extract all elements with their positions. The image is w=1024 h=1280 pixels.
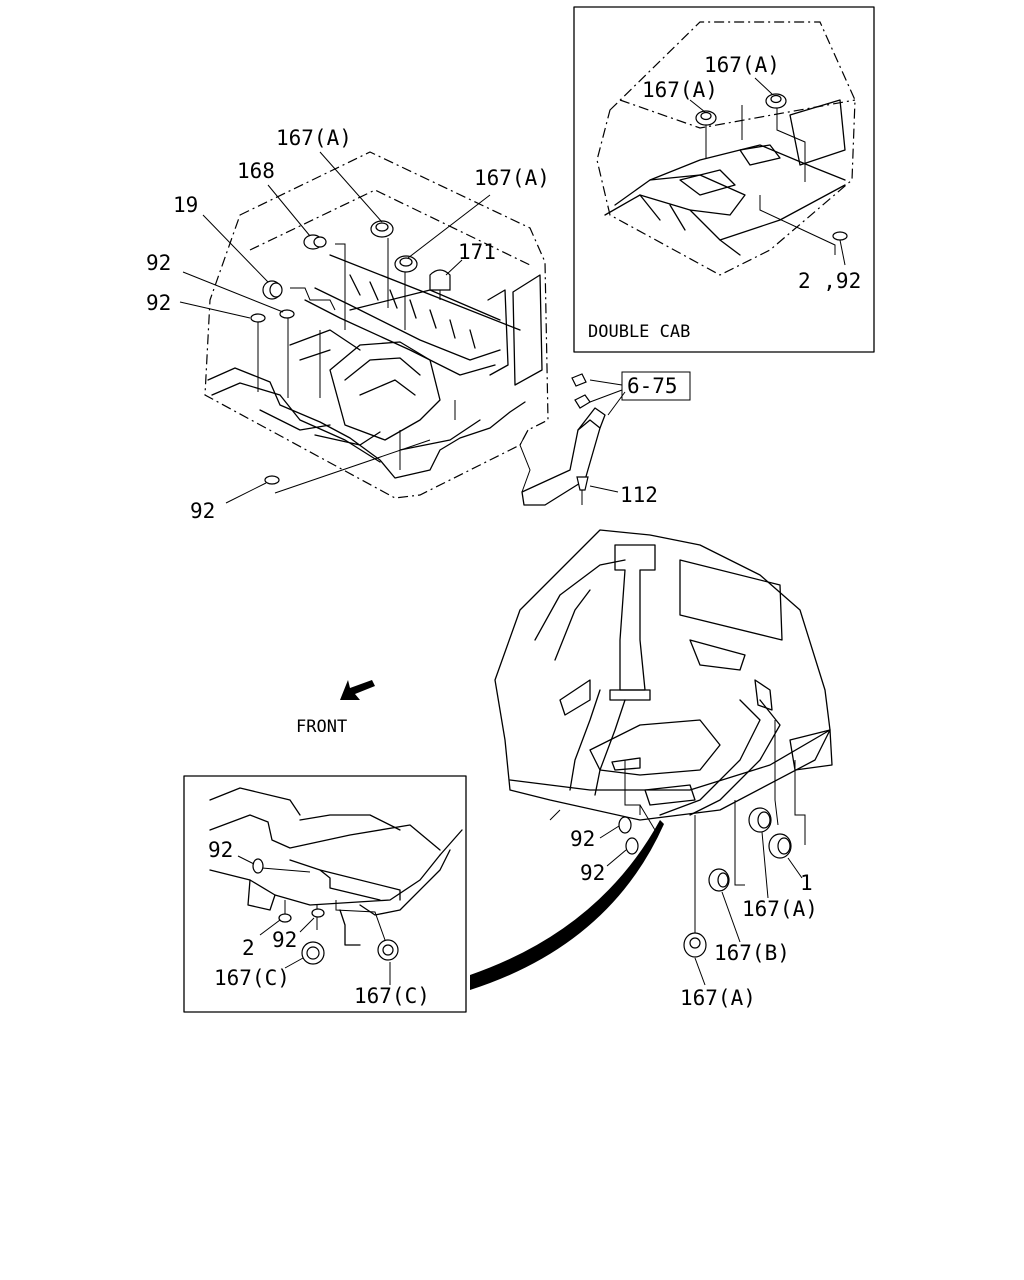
label-dc-167a-2: 167(A) bbox=[704, 53, 780, 77]
part-labels: 167(A) 168 19 167(A) 171 92 92 92 6-75 1… bbox=[146, 53, 861, 1010]
cab-floor-drawing bbox=[179, 151, 549, 504]
label-112: 112 bbox=[620, 483, 658, 507]
label-d-92-b: 92 bbox=[272, 928, 297, 952]
label-dc-2-92: 2 ,92 bbox=[798, 269, 861, 293]
double-cab-frame bbox=[573, 6, 875, 353]
label-168: 168 bbox=[237, 159, 275, 183]
label-167a-top-left: 167(A) bbox=[276, 126, 352, 150]
detail-frame bbox=[183, 775, 467, 1013]
label-r-92-b: 92 bbox=[580, 861, 605, 885]
bracket-drawing bbox=[519, 371, 691, 506]
label-r-167a-2: 167(A) bbox=[680, 986, 756, 1010]
double-cab-inset bbox=[573, 6, 875, 353]
label-92-c: 92 bbox=[190, 499, 215, 523]
label-r-167b: 167(B) bbox=[714, 941, 790, 965]
label-d-92-a: 92 bbox=[208, 838, 233, 862]
ref-box-6-75 bbox=[621, 371, 691, 401]
label-92-a: 92 bbox=[146, 251, 171, 275]
label-d-167c-2: 167(C) bbox=[354, 984, 430, 1008]
label-double-cab: DOUBLE CAB bbox=[588, 322, 690, 342]
cab-underside-drawing bbox=[470, 529, 833, 990]
label-front: FRONT bbox=[296, 717, 347, 737]
label-171: 171 bbox=[458, 240, 496, 264]
detail-inset bbox=[183, 775, 467, 1013]
label-92-b: 92 bbox=[146, 291, 171, 315]
label-167a-top-right: 167(A) bbox=[474, 166, 550, 190]
label-d-2: 2 bbox=[242, 936, 255, 960]
label-d-167c-1: 167(C) bbox=[214, 966, 290, 990]
label-dc-167a-1: 167(A) bbox=[642, 78, 718, 102]
label-r-1: 1 bbox=[800, 871, 813, 895]
front-arrow-icon bbox=[340, 680, 375, 700]
label-r-92-a: 92 bbox=[570, 827, 595, 851]
label-6-75: 6-75 bbox=[627, 374, 678, 398]
label-19: 19 bbox=[173, 193, 198, 217]
label-r-167a-1: 167(A) bbox=[742, 897, 818, 921]
